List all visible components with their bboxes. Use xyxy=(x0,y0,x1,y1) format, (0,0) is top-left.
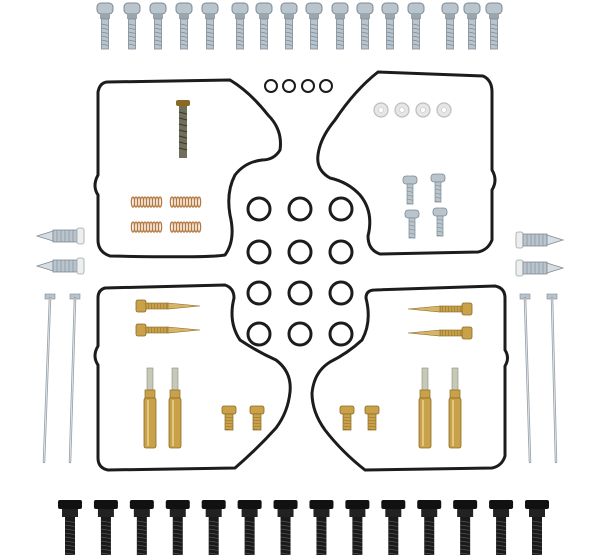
float-needle-group xyxy=(35,227,565,277)
pilot-screw xyxy=(407,326,473,340)
o-ring xyxy=(287,239,313,265)
top-screw xyxy=(407,2,425,50)
top-screw xyxy=(463,2,481,50)
top-screw xyxy=(231,2,249,50)
o-ring xyxy=(287,196,313,222)
small-screw xyxy=(404,209,420,239)
spring-group xyxy=(130,196,202,233)
pilot-screw xyxy=(407,302,473,316)
pilot-screw xyxy=(135,299,201,313)
small-o-ring xyxy=(301,79,315,93)
top-screw xyxy=(123,2,141,50)
top-screw xyxy=(485,2,503,50)
small-jet xyxy=(339,405,355,431)
gasket-group xyxy=(93,70,509,472)
top-screw xyxy=(201,2,219,50)
main-jet-group xyxy=(143,367,462,449)
bottom-bolt xyxy=(165,500,190,555)
gasket-top-left xyxy=(93,78,282,259)
jet-needle xyxy=(68,293,81,464)
o-ring xyxy=(328,239,354,265)
top-screw xyxy=(305,2,323,50)
small-screw xyxy=(430,173,446,203)
small-jet xyxy=(221,405,237,431)
small-o-ring xyxy=(264,79,278,93)
long-brass-screw xyxy=(176,100,190,158)
o-ring xyxy=(328,196,354,222)
top-screw xyxy=(280,2,298,50)
top-screw xyxy=(175,2,193,50)
o-ring xyxy=(287,280,313,306)
small-jet-group xyxy=(221,405,380,431)
bottom-bolt xyxy=(345,500,370,555)
bottom-bolt xyxy=(381,500,406,555)
jet-needle xyxy=(519,293,532,464)
small-o-ring xyxy=(319,79,333,93)
o-ring xyxy=(246,239,272,265)
bottom-bolt xyxy=(237,500,262,555)
main-jet xyxy=(143,367,157,449)
bottom-bolt xyxy=(417,500,442,555)
top-screw xyxy=(381,2,399,50)
bottom-bolt xyxy=(489,500,514,555)
spring xyxy=(130,221,163,233)
top-screw xyxy=(331,2,349,50)
small-screw xyxy=(432,207,448,237)
o-ring xyxy=(246,321,272,347)
spring xyxy=(130,196,163,208)
float-needle xyxy=(515,259,565,277)
small-o-ring xyxy=(282,79,296,93)
small-jet xyxy=(364,405,380,431)
top-screw xyxy=(356,2,374,50)
bottom-bolt xyxy=(273,500,298,555)
bottom-bolt xyxy=(58,500,82,555)
jet-needle xyxy=(42,293,56,464)
gasket-bottom-left xyxy=(93,283,292,472)
o-ring xyxy=(328,280,354,306)
bottom-bolt-row xyxy=(58,500,549,555)
gasket-top-right xyxy=(316,70,497,256)
sealing-washer-row xyxy=(373,102,452,118)
main-jet xyxy=(418,367,432,449)
spring xyxy=(169,221,202,233)
top-screw xyxy=(96,2,114,50)
jet-needle xyxy=(546,293,558,464)
spring xyxy=(169,196,202,208)
float-needle xyxy=(35,257,85,275)
o-ring xyxy=(328,321,354,347)
bottom-bolt xyxy=(309,500,334,555)
gasket-bottom-right xyxy=(310,284,509,472)
float-needle xyxy=(515,231,565,249)
small-screw-group xyxy=(402,173,448,239)
small-o-ring-row xyxy=(264,79,333,93)
main-jet xyxy=(168,367,182,449)
main-jet xyxy=(448,367,462,449)
small-screw xyxy=(402,175,418,205)
pilot-screw xyxy=(135,323,201,337)
top-screw xyxy=(441,2,459,50)
o-ring-grid xyxy=(246,196,354,347)
bottom-bolt xyxy=(453,500,478,555)
bottom-bolt xyxy=(129,500,154,555)
o-ring xyxy=(246,280,272,306)
bottom-bolt xyxy=(525,500,549,555)
small-jet xyxy=(249,405,265,431)
top-screw xyxy=(149,2,167,50)
bottom-bolt xyxy=(201,500,226,555)
jet-needle-group xyxy=(42,293,558,464)
pilot-screw-group xyxy=(135,299,473,340)
o-ring xyxy=(287,321,313,347)
bottom-bolt xyxy=(93,500,118,555)
top-screw-row xyxy=(96,2,503,50)
float-needle xyxy=(35,227,85,245)
top-screw xyxy=(255,2,273,50)
o-ring xyxy=(246,196,272,222)
